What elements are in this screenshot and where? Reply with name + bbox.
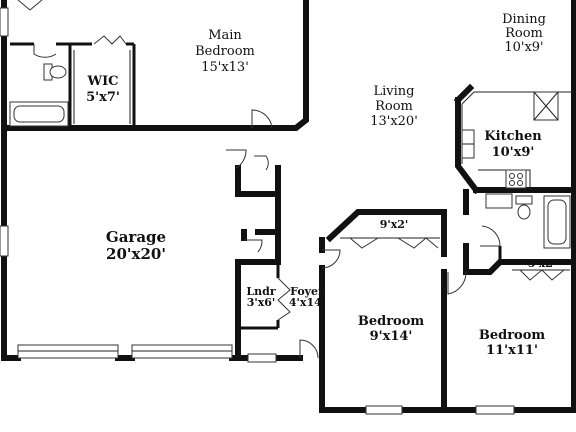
dims-living: 13'x20' xyxy=(370,114,418,129)
wall-laundry-right xyxy=(240,262,280,330)
window-bedroom2 xyxy=(365,405,403,415)
dims-main-bedroom: 15'x13' xyxy=(201,60,249,75)
walls xyxy=(1,0,576,413)
bath-vanity xyxy=(485,193,513,209)
label-garage: Garage xyxy=(106,228,166,246)
dims-dining: 10'x9' xyxy=(504,40,543,55)
dims-closet-5x2: 5'x2' xyxy=(528,257,557,270)
label-laundry: Lndr xyxy=(246,285,275,298)
door-bedroom3-closet xyxy=(519,269,565,281)
label-dining-1: Dining xyxy=(502,12,546,27)
door-laundry xyxy=(277,277,291,321)
label-dining-2: Room xyxy=(505,26,543,41)
wall-kitchen-top xyxy=(453,83,475,105)
stove xyxy=(505,169,527,189)
door-hall-closet xyxy=(254,155,269,171)
dims-closet-9x2: 9'x2' xyxy=(380,218,409,231)
door-garage-closet xyxy=(244,239,263,253)
label-main-bedroom-2: Bedroom xyxy=(195,44,255,59)
wall-bedroom2-top xyxy=(325,209,447,257)
wall-main-bedroom-right xyxy=(242,0,309,131)
label-main-bedroom-1: Main xyxy=(208,28,242,43)
windows xyxy=(0,7,515,415)
dims-bedroom-3: 11'x11' xyxy=(486,343,538,358)
door-bedroom3 xyxy=(447,271,467,295)
label-kitchen: Kitchen xyxy=(484,129,542,144)
wall-garage-right-upper xyxy=(235,165,281,197)
toilet-hall xyxy=(515,195,533,205)
doors xyxy=(17,0,570,359)
label-living-1: Living xyxy=(374,84,415,99)
wall-kitchen-left xyxy=(455,97,481,195)
dims-kitchen: 10'x9' xyxy=(492,145,535,160)
label-bedroom-2: Bedroom xyxy=(358,314,425,329)
door-main-bath xyxy=(33,44,57,58)
door-bedroom2 xyxy=(321,249,341,269)
label-wic: WIC xyxy=(86,74,118,89)
label-bedroom-3: Bedroom xyxy=(479,328,546,343)
label-living-2: Room xyxy=(375,99,413,114)
dims-wic: 5'x7' xyxy=(86,90,120,105)
dims-garage: 20'x20' xyxy=(106,245,166,263)
door-bedroom2-closet xyxy=(349,237,439,249)
wall-bedroom3-top xyxy=(463,259,576,275)
label-foyer: Foyer xyxy=(290,285,324,298)
dims-laundry: 3'x6' xyxy=(247,296,276,309)
window-bedroom3 xyxy=(475,405,515,415)
dims-bedroom-2: 9'x14' xyxy=(370,329,413,344)
dims-foyer: 4'x14' xyxy=(289,296,325,309)
door-garage-hall xyxy=(226,149,247,169)
window-garage-left xyxy=(0,225,9,257)
fixtures xyxy=(9,50,574,249)
door-top-left xyxy=(17,0,43,11)
door-wic xyxy=(93,35,127,45)
door-main-bedroom xyxy=(251,109,273,129)
door-front xyxy=(299,339,319,359)
window-foyer xyxy=(247,353,277,363)
window-main-left xyxy=(0,7,9,37)
door-bath xyxy=(480,225,501,247)
room-labels: Main Bedroom 15'x13' WIC 5'x7' Dining Ro… xyxy=(86,12,556,358)
